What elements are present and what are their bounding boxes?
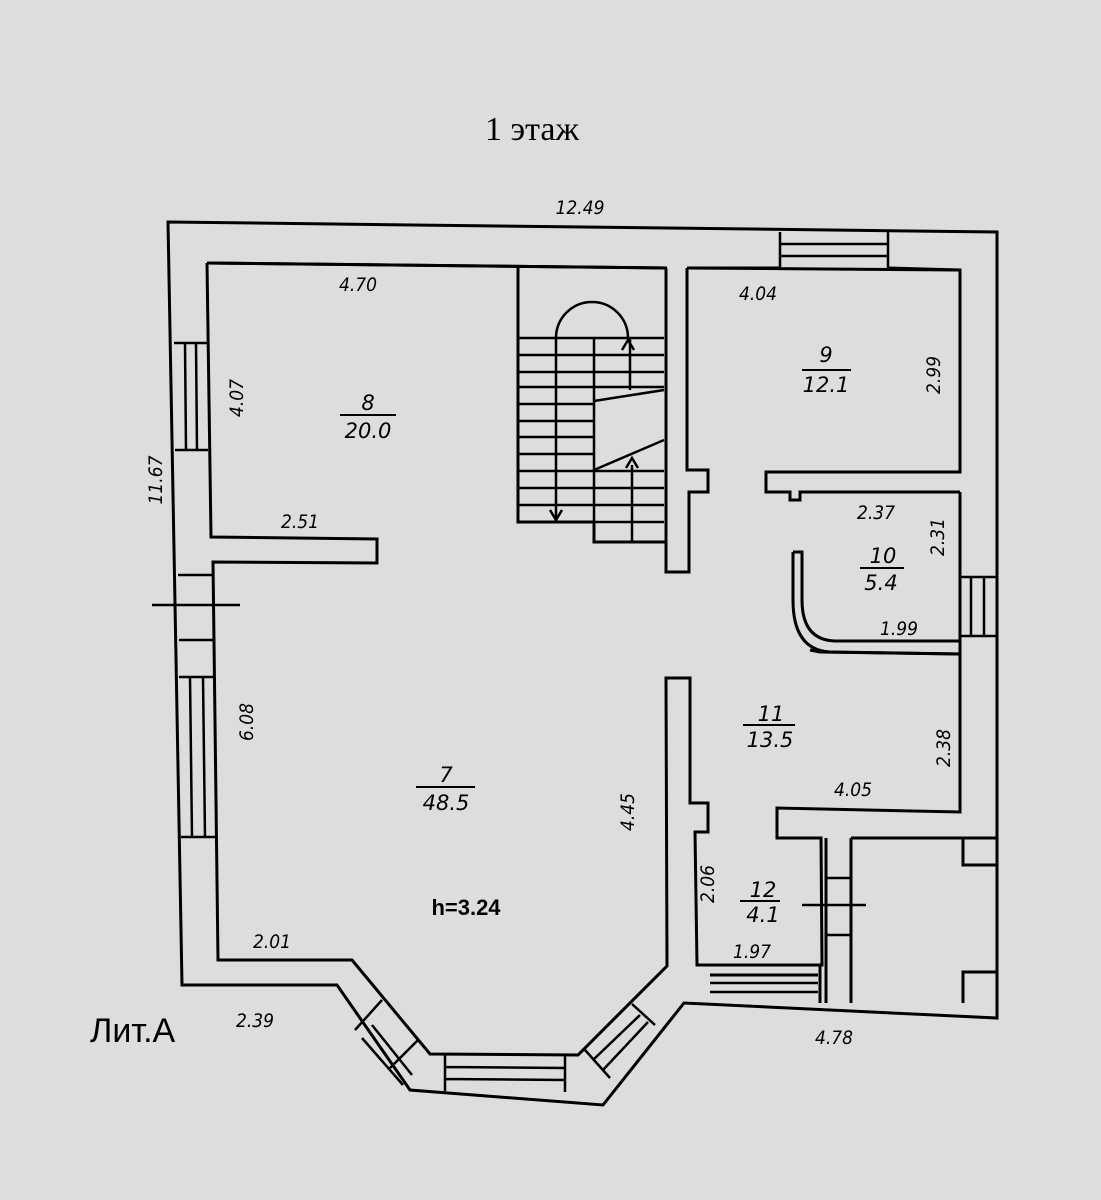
room-number: 10 (870, 544, 897, 568)
dim-room12-width: 1.97 (733, 941, 771, 963)
windows (152, 232, 997, 1092)
window-left-room7 (179, 675, 216, 839)
dim-room11-height: 2.38 (933, 729, 955, 767)
dim-room9-width: 4.04 (739, 283, 777, 305)
dim-outer-bottom-left: 2.39 (236, 1010, 274, 1032)
window-bay-left (354, 999, 419, 1086)
dim-outer-bottom-right: 4.78 (815, 1027, 853, 1049)
room-9-walls (686, 266, 962, 502)
room-12-walls (697, 836, 997, 1003)
room-number: 12 (750, 878, 777, 902)
dim-outer-left: 11.67 (145, 455, 167, 504)
room-10-walls (791, 492, 962, 656)
room-12-label: 12 4.1 (740, 878, 780, 927)
room-11-label: 11 13.5 (743, 702, 795, 752)
room-area: 48.5 (423, 791, 470, 815)
room-number: 7 (439, 763, 453, 787)
stair-treads (518, 300, 665, 542)
ceiling-height: h=3.24 (431, 895, 501, 920)
dim-room7-bottom-left: 2.01 (253, 931, 291, 953)
room-8-label: 8 20.0 (340, 391, 396, 443)
dim-room8-height: 4.07 (226, 379, 248, 417)
room-area: 5.4 (864, 571, 897, 595)
window-left-room8 (174, 341, 208, 452)
dim-room12-height: 2.06 (697, 865, 719, 903)
dim-outer-top: 12.49 (556, 197, 605, 219)
dim-room7-right: 4.45 (617, 793, 639, 831)
room-8-walls (205, 261, 962, 1057)
dim-room11-width: 4.05 (834, 779, 872, 801)
dim-room9-height: 2.99 (923, 356, 945, 394)
room-number: 11 (758, 702, 785, 726)
dim-partition-width: 2.51 (281, 511, 319, 533)
room-9-label: 9 12.1 (802, 343, 851, 397)
room-area: 12.1 (803, 373, 850, 397)
dim-room7-left: 6.08 (236, 703, 258, 741)
room-area: 13.5 (747, 728, 794, 752)
room-area: 4.1 (746, 903, 779, 927)
dim-room10-width-bottom: 1.99 (880, 618, 918, 640)
room-number: 9 (819, 343, 832, 367)
dim-room10-width-top: 2.37 (857, 502, 895, 524)
room-number: 8 (361, 391, 374, 415)
room-area: 20.0 (345, 419, 392, 443)
room-7-label: 7 48.5 (416, 763, 475, 815)
window-bay-center (443, 1055, 567, 1092)
dim-room10-height: 2.31 (927, 518, 949, 556)
building-label: Лит.А (90, 1012, 176, 1050)
window-bay-right (584, 1003, 656, 1079)
dim-room8-width: 4.70 (339, 274, 377, 296)
dimension-labels: 12.49 11.67 2.39 4.78 4.70 4.07 2.51 4.0… (145, 197, 955, 1049)
floor-title: 1 этаж (485, 111, 579, 148)
room-10-label: 10 5.4 (860, 544, 904, 595)
door-left (152, 573, 240, 642)
window-right-room10 (960, 575, 997, 638)
window-top-right (778, 232, 890, 268)
staircase (516, 268, 710, 574)
